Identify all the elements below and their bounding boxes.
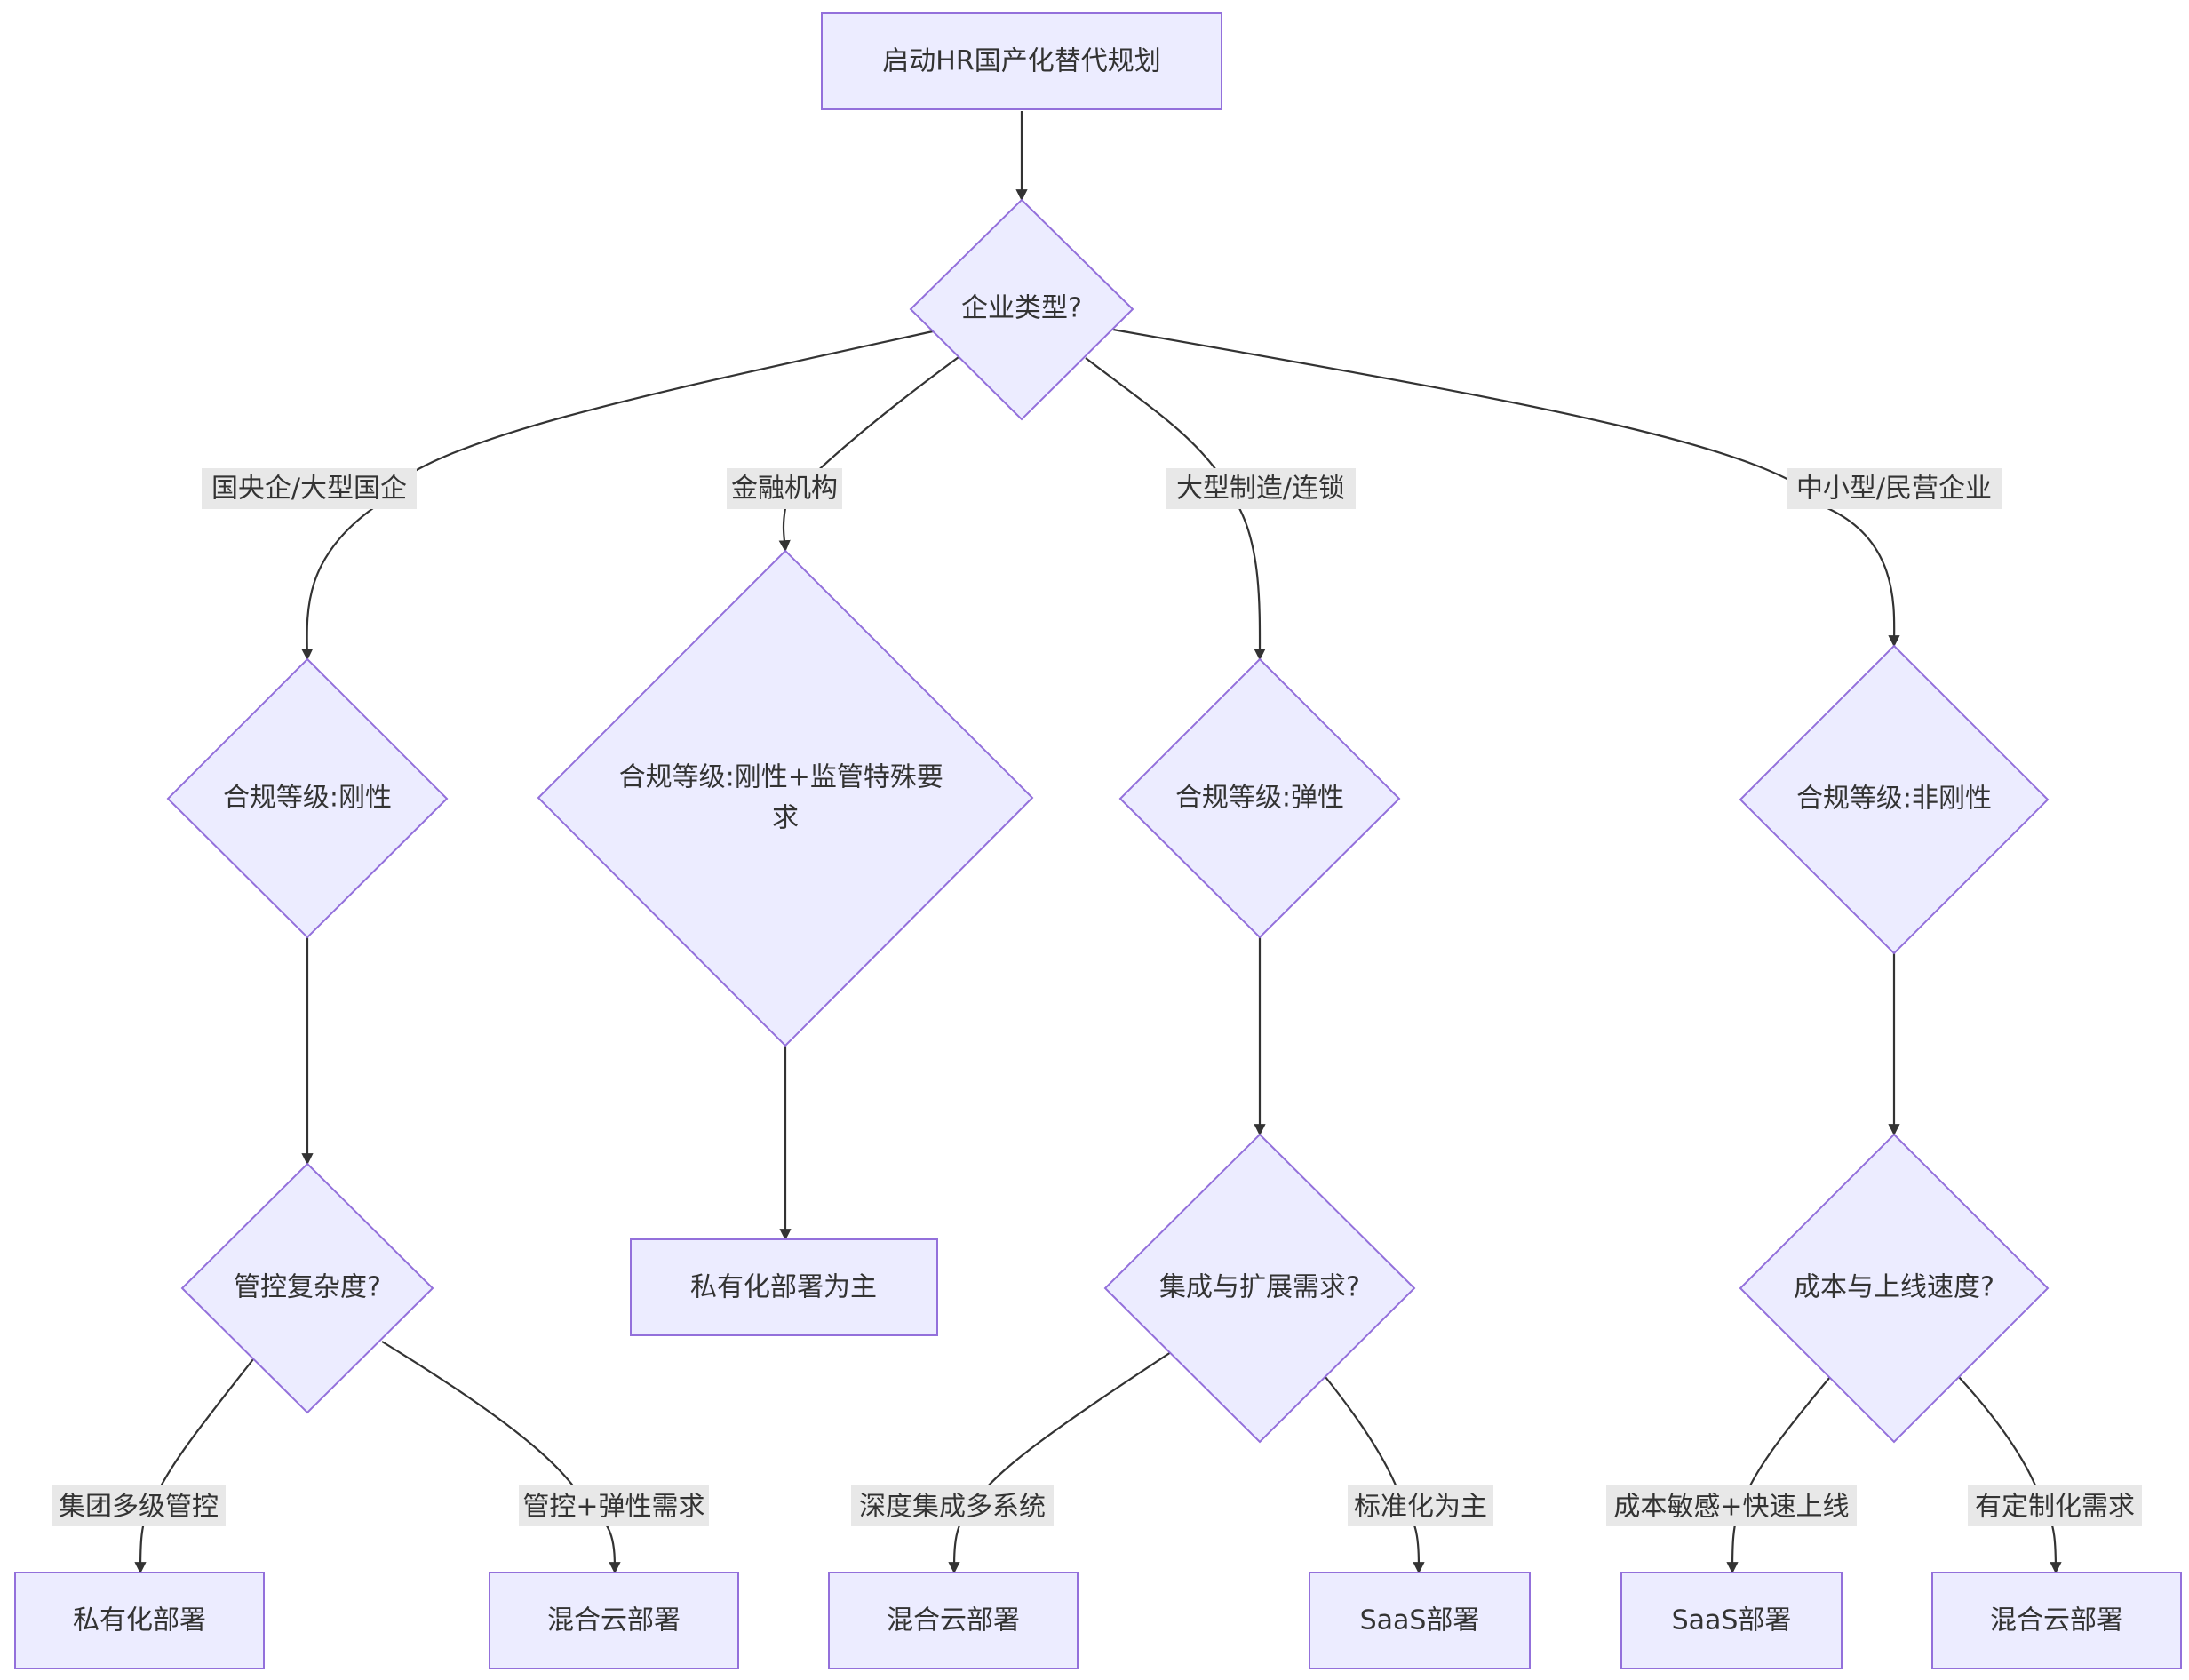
node-private-deploy: 私有化部署 [14, 1572, 265, 1669]
node-start: 启动HR国产化替代规划 [821, 12, 1222, 110]
node-compliance-rigid-text: 合规等级:刚性 [223, 783, 392, 814]
edge-control-to-private [134, 1358, 254, 1574]
edge-integration-to-hybrid [948, 1351, 1172, 1574]
node-hybrid-deploy-2-text: 混合云部署 [887, 1605, 1020, 1636]
node-compliance-finance-text: 合规等级:刚性+监管特殊要 求 [619, 754, 952, 834]
svg-text:标准化为主: 标准化为主 [1354, 1492, 1487, 1523]
node-private-deploy-text: 私有化部署 [73, 1605, 206, 1636]
edge-integration-to-saas [1325, 1376, 1425, 1574]
node-integration-needs: 集成与扩展需求? [1103, 1133, 1416, 1444]
node-compliance-finance: 合规等级:刚性+监管特殊要 求 [537, 549, 1034, 1047]
node-hybrid-deploy-3-text: 混合云部署 [1990, 1605, 2123, 1636]
edge-label-control-elastic: 管控+弹性需求 [519, 1485, 709, 1526]
edge-cost-to-hybrid [1958, 1376, 2062, 1574]
edge-label-group-control: 集团多级管控 [52, 1485, 226, 1526]
node-compliance-elastic: 合规等级:弹性 [1118, 657, 1401, 939]
node-control-complexity: 管控复杂度? [180, 1162, 434, 1414]
node-compliance-rigid: 合规等级:刚性 [166, 657, 449, 939]
node-finance-result: 私有化部署为主 [630, 1238, 938, 1336]
svg-text:金融机构: 金融机构 [731, 474, 838, 505]
node-integration-needs-text: 集成与扩展需求? [1159, 1272, 1360, 1303]
svg-text:集团多级管控: 集团多级管控 [59, 1492, 219, 1523]
node-saas-deploy-1: SaaS部署 [1309, 1572, 1531, 1669]
node-hybrid-deploy-2: 混合云部署 [828, 1572, 1079, 1669]
svg-text:大型制造/连锁: 大型制造/连锁 [1176, 474, 1345, 505]
svg-text:成本敏感+快速上线: 成本敏感+快速上线 [1613, 1492, 1849, 1523]
node-compliance-elastic-text: 合规等级:弹性 [1175, 783, 1344, 814]
node-enterprise-type: 企业类型? [909, 198, 1134, 421]
node-compliance-nonrigid-text: 合规等级:非刚性 [1796, 784, 1992, 815]
svg-text:深度集成多系统: 深度集成多系统 [859, 1492, 1046, 1523]
edge-label-cost-sensitive: 成本敏感+快速上线 [1606, 1485, 1857, 1526]
edge-type-to-sme [1112, 328, 1900, 648]
svg-text:国央企/大型国企: 国央企/大型国企 [211, 474, 407, 505]
edge-label-finance: 金融机构 [727, 468, 842, 509]
node-cost-speed: 成本与上线速度? [1739, 1133, 2050, 1444]
edge-labels: 国央企/大型国企 金融机构 大型制造/连锁 中小型/民营企业 集团多级管控 管控… [52, 468, 2142, 1526]
node-saas-deploy-2-text: SaaS部署 [1672, 1605, 1792, 1636]
node-control-complexity-text: 管控复杂度? [234, 1272, 381, 1303]
edge-label-sme: 中小型/民营企业 [1787, 468, 2002, 509]
node-saas-deploy-1-text: SaaS部署 [1360, 1605, 1480, 1636]
node-hybrid-deploy-3: 混合云部署 [1931, 1572, 2182, 1669]
svg-text:有定制化需求: 有定制化需求 [1975, 1492, 2135, 1523]
edge-cost-to-saas [1726, 1376, 1831, 1574]
edge-label-manufacturing: 大型制造/连锁 [1166, 468, 1356, 509]
svg-text:管控+弹性需求: 管控+弹性需求 [522, 1492, 704, 1523]
edge-label-standardized: 标准化为主 [1348, 1485, 1493, 1526]
node-hybrid-deploy-1-text: 混合云部署 [547, 1605, 681, 1636]
node-saas-deploy-2: SaaS部署 [1620, 1572, 1843, 1669]
node-finance-result-text: 私有化部署为主 [690, 1272, 877, 1303]
edge-label-customization: 有定制化需求 [1968, 1485, 2142, 1526]
svg-text:中小型/民营企业: 中小型/民营企业 [1796, 474, 1992, 505]
edge-label-deep-integration: 深度集成多系统 [851, 1485, 1054, 1526]
node-hybrid-deploy-1: 混合云部署 [489, 1572, 739, 1669]
edge-type-to-fin [778, 356, 959, 553]
edge-label-soe: 国央企/大型国企 [202, 468, 417, 509]
node-enterprise-type-text: 企业类型? [961, 293, 1082, 324]
edge-control-to-hybrid [381, 1341, 621, 1574]
node-cost-speed-text: 成本与上线速度? [1794, 1272, 1994, 1303]
node-compliance-nonrigid: 合规等级:非刚性 [1739, 644, 2050, 955]
node-start-text: 启动HR国产化替代规划 [882, 46, 1160, 77]
